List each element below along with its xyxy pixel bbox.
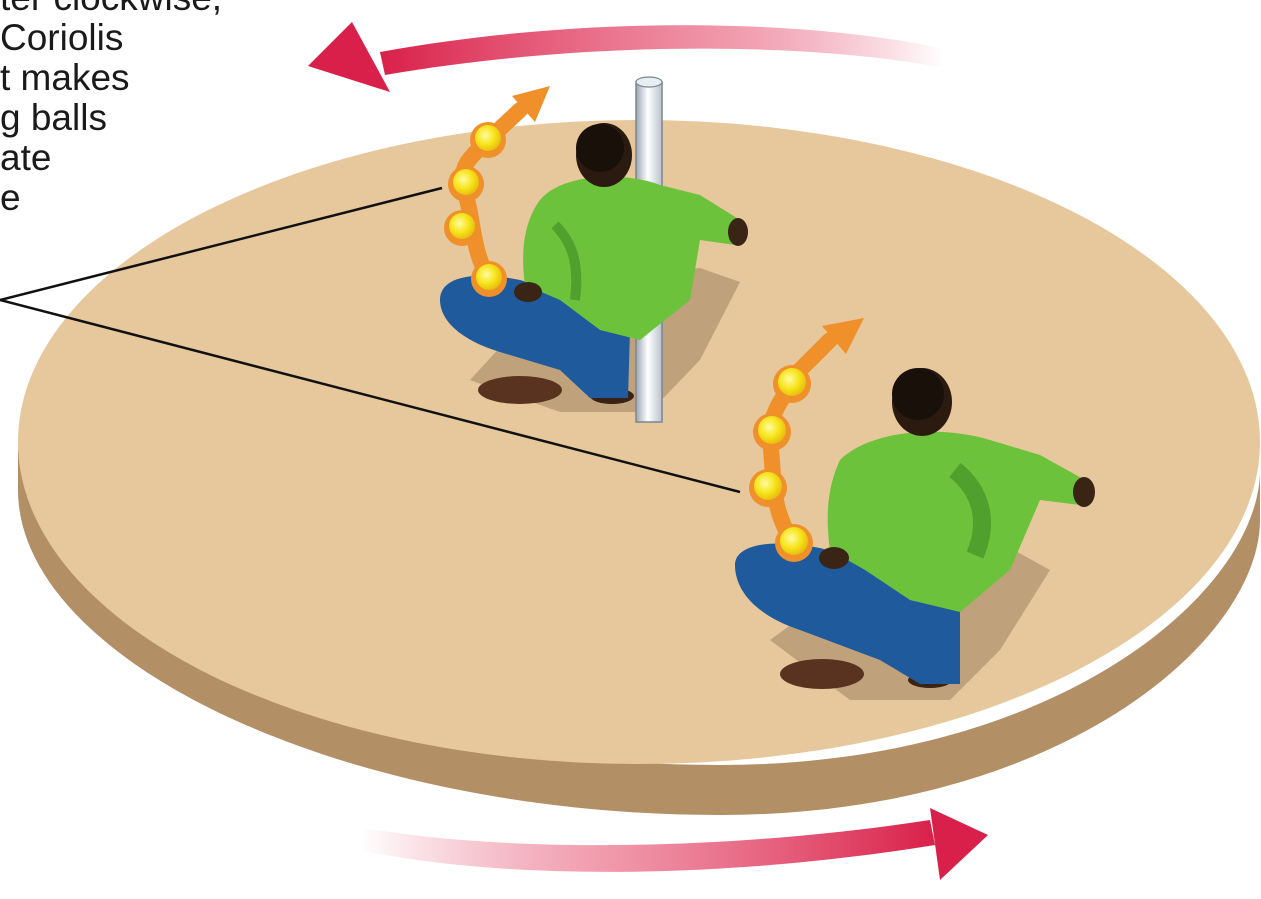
boot <box>780 659 864 689</box>
boot <box>478 376 562 404</box>
caption-line: ter clockwise, <box>0 0 290 18</box>
ball <box>476 264 502 290</box>
caption-line: t makes <box>0 58 290 98</box>
caption-line: ate <box>0 138 290 178</box>
bottom-rotation-arrow <box>360 808 988 880</box>
caption-text: ter clockwise, Coriolis t makes g balls … <box>0 0 290 218</box>
caption-line: g balls <box>0 98 290 138</box>
ball <box>453 169 479 195</box>
ball <box>778 368 806 396</box>
ball <box>754 472 782 500</box>
top-rotation-arrow <box>308 22 945 92</box>
ball <box>475 125 501 151</box>
ball <box>449 213 475 239</box>
ball <box>758 416 786 444</box>
ball <box>780 527 808 555</box>
caption-line: e <box>0 178 290 218</box>
caption-line: Coriolis <box>0 18 290 58</box>
